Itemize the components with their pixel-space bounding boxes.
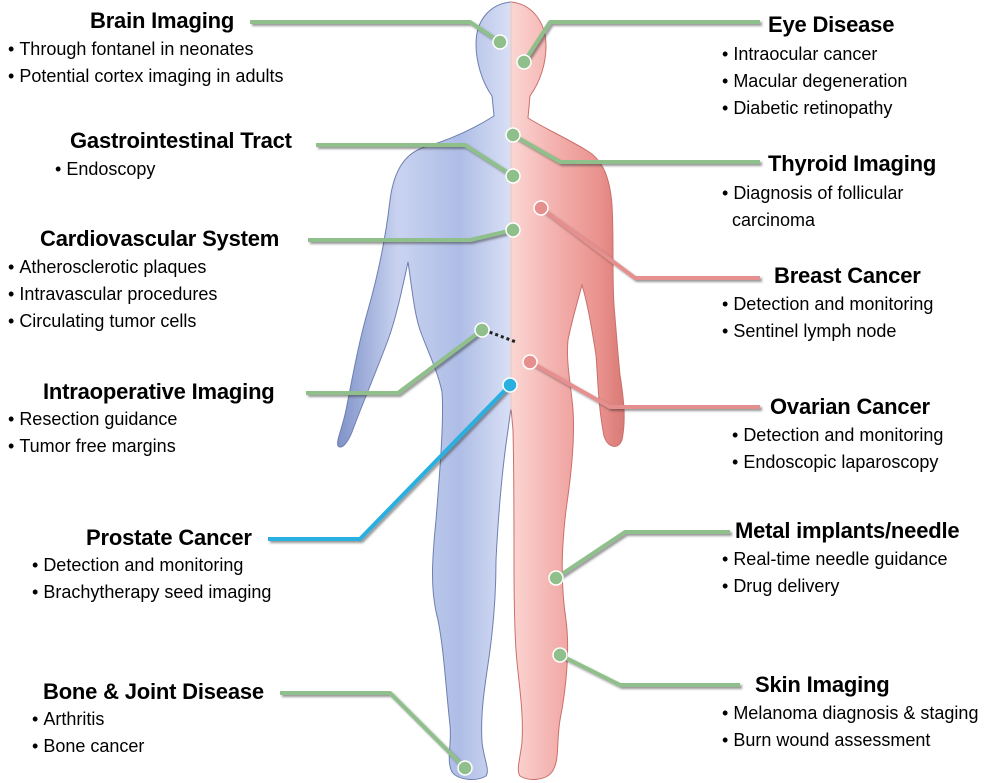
list-item: Sentinel lymph node — [722, 318, 933, 345]
callout-metal-implants: Metal implants/needle — [735, 518, 959, 544]
list-item: Atherosclerotic plaques — [8, 254, 217, 281]
list-item: Brachytherapy seed imaging — [32, 579, 271, 606]
callout-breast-cancer-items: Detection and monitoring Sentinel lymph … — [722, 291, 933, 345]
callout-cardiovascular-items: Atherosclerotic plaques Intravascular pr… — [8, 254, 217, 335]
list-item: Macular degeneration — [722, 68, 907, 95]
dot-metal — [549, 571, 563, 585]
callout-bone-joint: Bone & Joint Disease — [43, 679, 264, 705]
callout-title: Skin Imaging — [755, 672, 890, 698]
list-item: Resection guidance — [8, 406, 177, 433]
callout-eye-disease-items: Intraocular cancer Macular degeneration … — [722, 41, 907, 122]
callout-title: Eye Disease — [768, 12, 894, 38]
list-item: Burn wound assessment — [722, 727, 978, 754]
female-body-half — [511, 2, 624, 779]
connector-skin — [560, 655, 740, 685]
callout-title: Breast Cancer — [774, 263, 921, 289]
dot-gi — [506, 169, 520, 183]
dot-bone — [458, 761, 472, 775]
list-item: Diagnosis of follicular — [722, 180, 903, 207]
list-item: Endoscopic laparoscopy — [732, 449, 943, 476]
connector-bone — [280, 693, 465, 768]
list-item: Tumor free margins — [8, 433, 177, 460]
list-item: Intraocular cancer — [722, 41, 907, 68]
list-item: Circulating tumor cells — [8, 308, 217, 335]
callout-thyroid-items: Diagnosis of follicular carcinoma — [722, 180, 903, 234]
callout-title: Prostate Cancer — [86, 525, 252, 551]
callout-title: Bone & Joint Disease — [43, 679, 264, 705]
callout-metal-implants-items: Real-time needle guidance Drug delivery — [722, 546, 947, 600]
callout-title: Brain Imaging — [90, 8, 234, 34]
callout-gastrointestinal-items: Endoscopy — [55, 156, 155, 183]
list-item: carcinoma — [722, 207, 903, 234]
dot-ovarian — [523, 355, 537, 369]
dot-prostate — [503, 378, 517, 392]
list-item: Detection and monitoring — [32, 552, 271, 579]
list-item: Bone cancer — [32, 733, 144, 760]
callout-intraoperative-items: Resection guidance Tumor free margins — [8, 406, 177, 460]
callout-skin-imaging-items: Melanoma diagnosis & staging Burn wound … — [722, 700, 978, 754]
callout-title: Gastrointestinal Tract — [70, 128, 292, 154]
list-item: Real-time needle guidance — [722, 546, 947, 573]
callout-title: Cardiovascular System — [40, 226, 279, 252]
callout-brain-imaging-items: Through fontanel in neonates Potential c… — [8, 36, 283, 90]
callout-title: Intraoperative Imaging — [43, 379, 275, 405]
list-item: Endoscopy — [55, 156, 155, 183]
callout-gastrointestinal: Gastrointestinal Tract — [70, 128, 292, 154]
callout-bone-joint-items: Arthritis Bone cancer — [32, 706, 144, 760]
list-item: Arthritis — [32, 706, 144, 733]
list-item: Through fontanel in neonates — [8, 36, 283, 63]
callout-eye-disease: Eye Disease — [768, 12, 894, 38]
callout-prostate-items: Detection and monitoring Brachytherapy s… — [32, 552, 271, 606]
connector-metal — [556, 532, 730, 578]
callout-ovarian-cancer-items: Detection and monitoring Endoscopic lapa… — [732, 422, 943, 476]
callout-title: Thyroid Imaging — [768, 151, 936, 177]
dot-cardio — [506, 223, 520, 237]
dot-breast — [534, 201, 548, 215]
callout-title: Metal implants/needle — [735, 518, 959, 544]
dot-eye — [517, 55, 531, 69]
callout-ovarian-cancer: Ovarian Cancer — [770, 394, 930, 420]
list-item: Detection and monitoring — [732, 422, 943, 449]
dot-brain — [493, 35, 507, 49]
dot-skin — [553, 648, 567, 662]
callout-prostate: Prostate Cancer — [86, 525, 252, 551]
dot-thyroid — [506, 128, 520, 142]
callout-breast-cancer: Breast Cancer — [774, 263, 921, 289]
callout-brain-imaging: Brain Imaging — [90, 8, 234, 34]
callout-cardiovascular: Cardiovascular System — [40, 226, 279, 252]
list-item: Detection and monitoring — [722, 291, 933, 318]
callout-thyroid: Thyroid Imaging — [768, 151, 936, 177]
list-item: Drug delivery — [722, 573, 947, 600]
list-item: Intravascular procedures — [8, 281, 217, 308]
callout-title: Ovarian Cancer — [770, 394, 930, 420]
callout-intraoperative: Intraoperative Imaging — [43, 379, 275, 405]
dot-intraop — [475, 323, 489, 337]
connector-brain — [250, 22, 500, 42]
list-item: Potential cortex imaging in adults — [8, 63, 283, 90]
list-item: Diabetic retinopathy — [722, 95, 907, 122]
male-body-half — [338, 2, 511, 779]
callout-skin-imaging: Skin Imaging — [755, 672, 890, 698]
list-item: Melanoma diagnosis & staging — [722, 700, 978, 727]
